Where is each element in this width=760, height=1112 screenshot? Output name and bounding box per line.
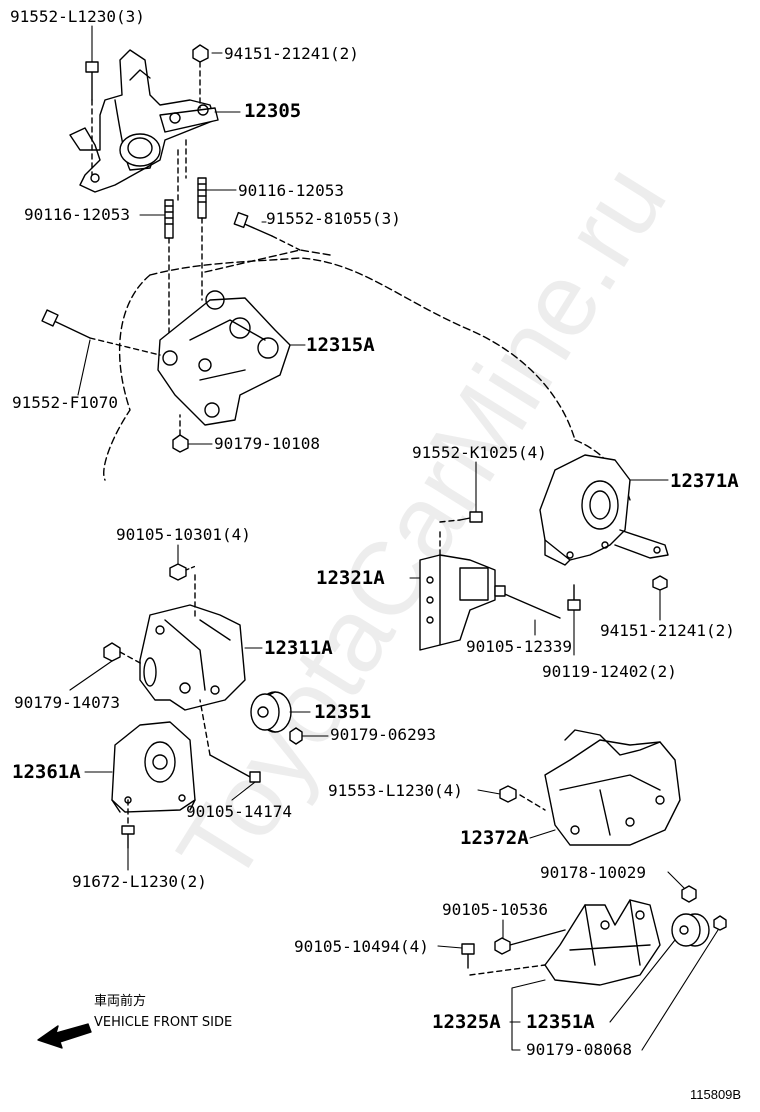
- label-90105-12339[interactable]: 90105-12339: [466, 637, 572, 656]
- label-12351[interactable]: 12351: [314, 701, 372, 723]
- figure-reference: 115809B: [690, 1087, 742, 1102]
- bushing-12351A-drawing: [671, 913, 710, 947]
- bolt-91552-L1230-drawing: [85, 61, 99, 176]
- mount-12305-drawing: [69, 49, 219, 193]
- engine-outline: [149, 257, 576, 441]
- bolt-91552-81055-drawing: [233, 211, 301, 251]
- label-91552-81055[interactable]: 91552-81055(3): [266, 209, 401, 228]
- bushing-12351-drawing: [250, 691, 292, 733]
- bolt-90105-14174-drawing: [199, 699, 261, 783]
- label-90116-12053-right[interactable]: 90116-12053: [238, 181, 344, 200]
- bolt-91552-F1070-drawing: [41, 309, 161, 356]
- leader-lines: [69, 25, 719, 1051]
- label-90178-10029[interactable]: 90178-10029: [540, 863, 646, 882]
- bolt-91552-K1025-drawing: [439, 511, 483, 523]
- nut-90179-06293-drawing: [289, 727, 303, 745]
- label-12311A[interactable]: 12311A: [264, 637, 333, 659]
- label-12351A[interactable]: 12351A: [526, 1011, 595, 1033]
- label-90179-10108[interactable]: 90179-10108: [214, 434, 320, 453]
- label-94151-21241-top[interactable]: 94151-21241(2): [224, 44, 359, 63]
- label-90119-12402[interactable]: 90119-12402(2): [542, 662, 677, 681]
- label-90179-14073[interactable]: 90179-14073: [14, 693, 120, 712]
- label-91552-L1230[interactable]: 91552-L1230(3): [10, 7, 145, 26]
- bolt-90105-10494-drawing: [461, 943, 475, 969]
- label-12305[interactable]: 12305: [244, 100, 302, 122]
- vehicle-front-note-en: VEHICLE FRONT SIDE: [94, 1015, 233, 1030]
- label-90105-10536[interactable]: 90105-10536: [442, 900, 548, 919]
- bolt-90105-10536-drawing: [494, 929, 566, 955]
- nut-90179-14073-drawing: [103, 642, 143, 665]
- label-12361A[interactable]: 12361A: [12, 761, 81, 783]
- nut-90178-10029-drawing: [681, 885, 697, 903]
- label-90105-10494[interactable]: 90105-10494(4): [294, 937, 429, 956]
- engine-outline-left: [103, 274, 151, 481]
- bracket-12321A-drawing: [419, 529, 496, 651]
- label-90179-08068[interactable]: 90179-08068: [526, 1040, 632, 1059]
- nut-90179-08068-drawing: [713, 915, 727, 931]
- bracket-12315A-drawing: [157, 290, 291, 426]
- label-94151-21241-right[interactable]: 94151-21241(2): [600, 621, 735, 640]
- label-12325A[interactable]: 12325A: [432, 1011, 501, 1033]
- nut-94151-21241-right-drawing: [652, 575, 668, 591]
- label-12371A[interactable]: 12371A: [670, 470, 739, 492]
- bracket-12311A-drawing: [139, 574, 246, 711]
- label-12321A[interactable]: 12321A: [316, 567, 385, 589]
- label-91552-K1025[interactable]: 91552-K1025(4): [412, 443, 547, 462]
- bolt-90105-12339-drawing: [494, 585, 561, 619]
- stud-90116-12053-drawing: [164, 139, 207, 341]
- label-90179-06293[interactable]: 90179-06293: [330, 725, 436, 744]
- bolt-91553-L1230-drawing: [499, 785, 517, 803]
- label-91553-L1230[interactable]: 91553-L1230(4): [328, 781, 463, 800]
- vehicle-front-arrow: [37, 1023, 92, 1049]
- label-12372A[interactable]: 12372A: [460, 827, 529, 849]
- label-90105-10301[interactable]: 90105-10301(4): [116, 525, 251, 544]
- mount-12361A-drawing: [111, 721, 196, 831]
- nut-94151-21241-top-drawing: [192, 44, 209, 109]
- bolt-91672-L1230-drawing: [121, 825, 135, 849]
- bolt-90119-12402-drawing: [567, 584, 581, 611]
- nut-90179-10108-drawing: [172, 414, 189, 453]
- label-91552-F1070[interactable]: 91552-F1070: [12, 393, 118, 412]
- mount-12372A-drawing: [519, 729, 681, 846]
- vehicle-front-note-jp: 車両前方: [94, 994, 147, 1009]
- bracket-12325A-drawing: [469, 899, 661, 986]
- label-12315A[interactable]: 12315A: [306, 334, 375, 356]
- label-90116-12053-left[interactable]: 90116-12053: [24, 205, 130, 224]
- label-90105-14174[interactable]: 90105-14174: [186, 802, 292, 821]
- mount-12371A-drawing: [539, 454, 669, 566]
- bolt-90105-10301-drawing: [169, 563, 197, 581]
- label-91672-L1230[interactable]: 91672-L1230(2): [72, 872, 207, 891]
